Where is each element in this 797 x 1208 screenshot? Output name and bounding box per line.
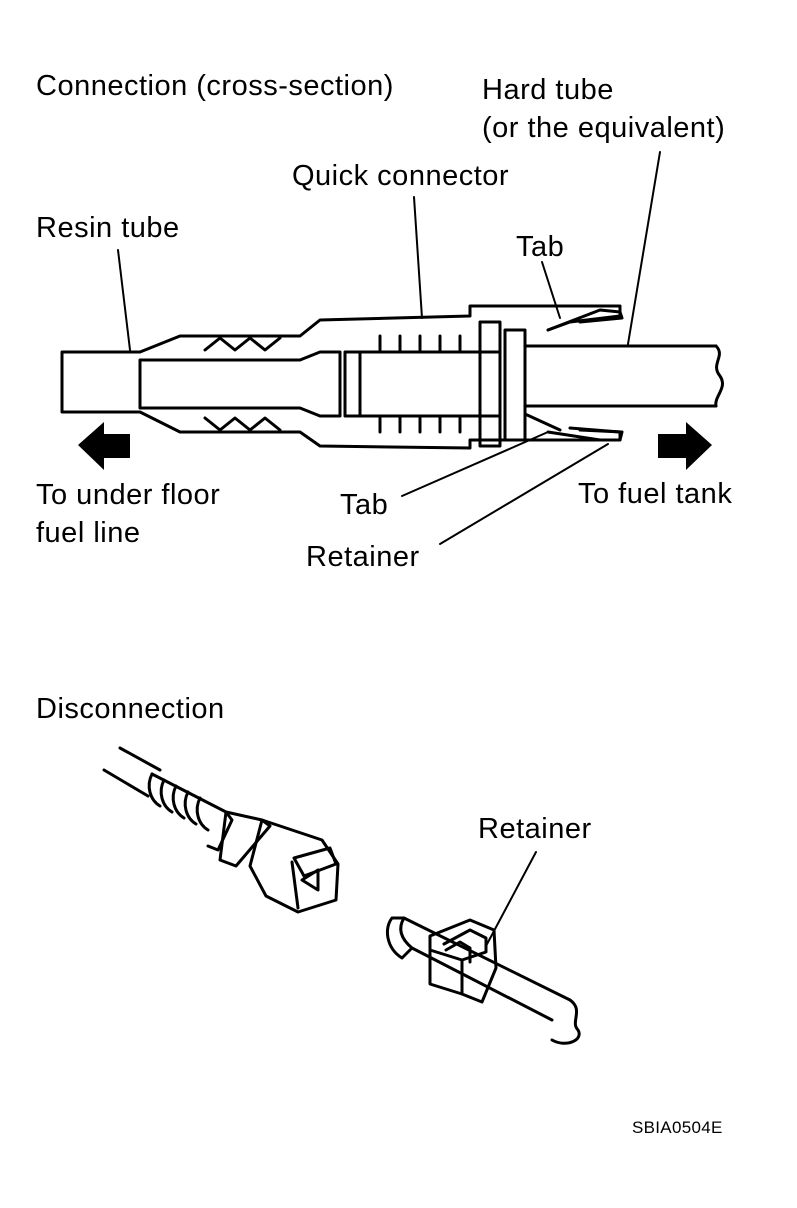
left-arrow-icon bbox=[78, 422, 130, 470]
quick-connector-label: Quick connector bbox=[292, 160, 510, 192]
connection-title: Connection (cross-section) bbox=[36, 70, 394, 102]
disconnection-drawing bbox=[102, 746, 581, 1045]
figure-code: SBIA0504E bbox=[632, 1118, 723, 1137]
disconnection-title: Disconnection bbox=[36, 693, 225, 725]
retainer-label: Retainer bbox=[306, 541, 420, 573]
disconnection-retainer-label: Retainer bbox=[478, 813, 592, 845]
fuel-tank-label: To fuel tank bbox=[578, 478, 733, 510]
resin-tube-label: Resin tube bbox=[36, 212, 180, 244]
right-arrow-icon bbox=[658, 422, 712, 470]
tab-bottom-label: Tab bbox=[340, 489, 389, 521]
cross-section-drawing bbox=[60, 304, 724, 450]
hard-tube-label: Hard tube (or the equivalent) bbox=[482, 74, 726, 145]
tab-top-label: Tab bbox=[516, 231, 565, 263]
under-floor-label: To under floor fuel line bbox=[36, 479, 221, 550]
